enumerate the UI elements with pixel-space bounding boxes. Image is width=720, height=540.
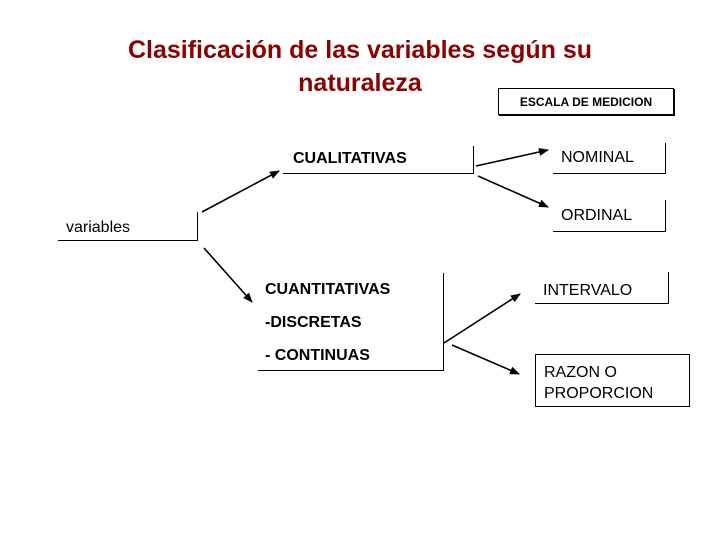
node-nominal-label: NOMINAL (561, 149, 634, 166)
node-ordinal: ORDINAL (553, 200, 666, 232)
node-ordinal-label: ORDINAL (561, 207, 633, 224)
node-cualitativas-label: CUALITATIVAS (293, 150, 407, 167)
node-cuantitativas: CUANTITATIVAS -DISCRETAS - CONTINUAS (258, 273, 444, 371)
node-variables-label: variables (66, 219, 131, 236)
arrow-cualitativas-to-ordinal (477, 175, 549, 208)
arrow-variables-to-cuantitativas (203, 247, 253, 303)
node-intervalo: INTERVALO (535, 272, 669, 304)
title-line-2: naturaleza (298, 69, 422, 97)
node-discretas-label: -DISCRETAS (265, 314, 362, 331)
node-continuas-label: - CONTINUAS (265, 347, 370, 364)
page-title: Clasificación de las variables según su … (60, 34, 660, 100)
arrow-cuantitativas-to-razon (451, 344, 520, 375)
node-nominal: NOMINAL (553, 143, 666, 174)
node-razon-label-line-2: PROPORCION (544, 385, 654, 402)
node-razon-proporcion: RAZON O PROPORCION (535, 354, 690, 407)
arrow-cualitativas-to-nominal (475, 148, 549, 167)
escala-de-medicion-label: ESCALA DE MEDICION (498, 88, 674, 115)
node-variables: variables (58, 212, 198, 241)
node-intervalo-label: INTERVALO (543, 282, 633, 299)
arrow-variables-to-cualitativas (201, 170, 280, 213)
node-cualitativas: CUALITATIVAS (283, 146, 474, 174)
node-razon-label-line-1: RAZON O (544, 364, 617, 381)
arrow-cuantitativas-to-intervalo (443, 293, 521, 344)
node-cuantitativas-label: CUANTITATIVAS (265, 281, 391, 298)
title-line-1: Clasificación de las variables según su (127, 36, 593, 64)
